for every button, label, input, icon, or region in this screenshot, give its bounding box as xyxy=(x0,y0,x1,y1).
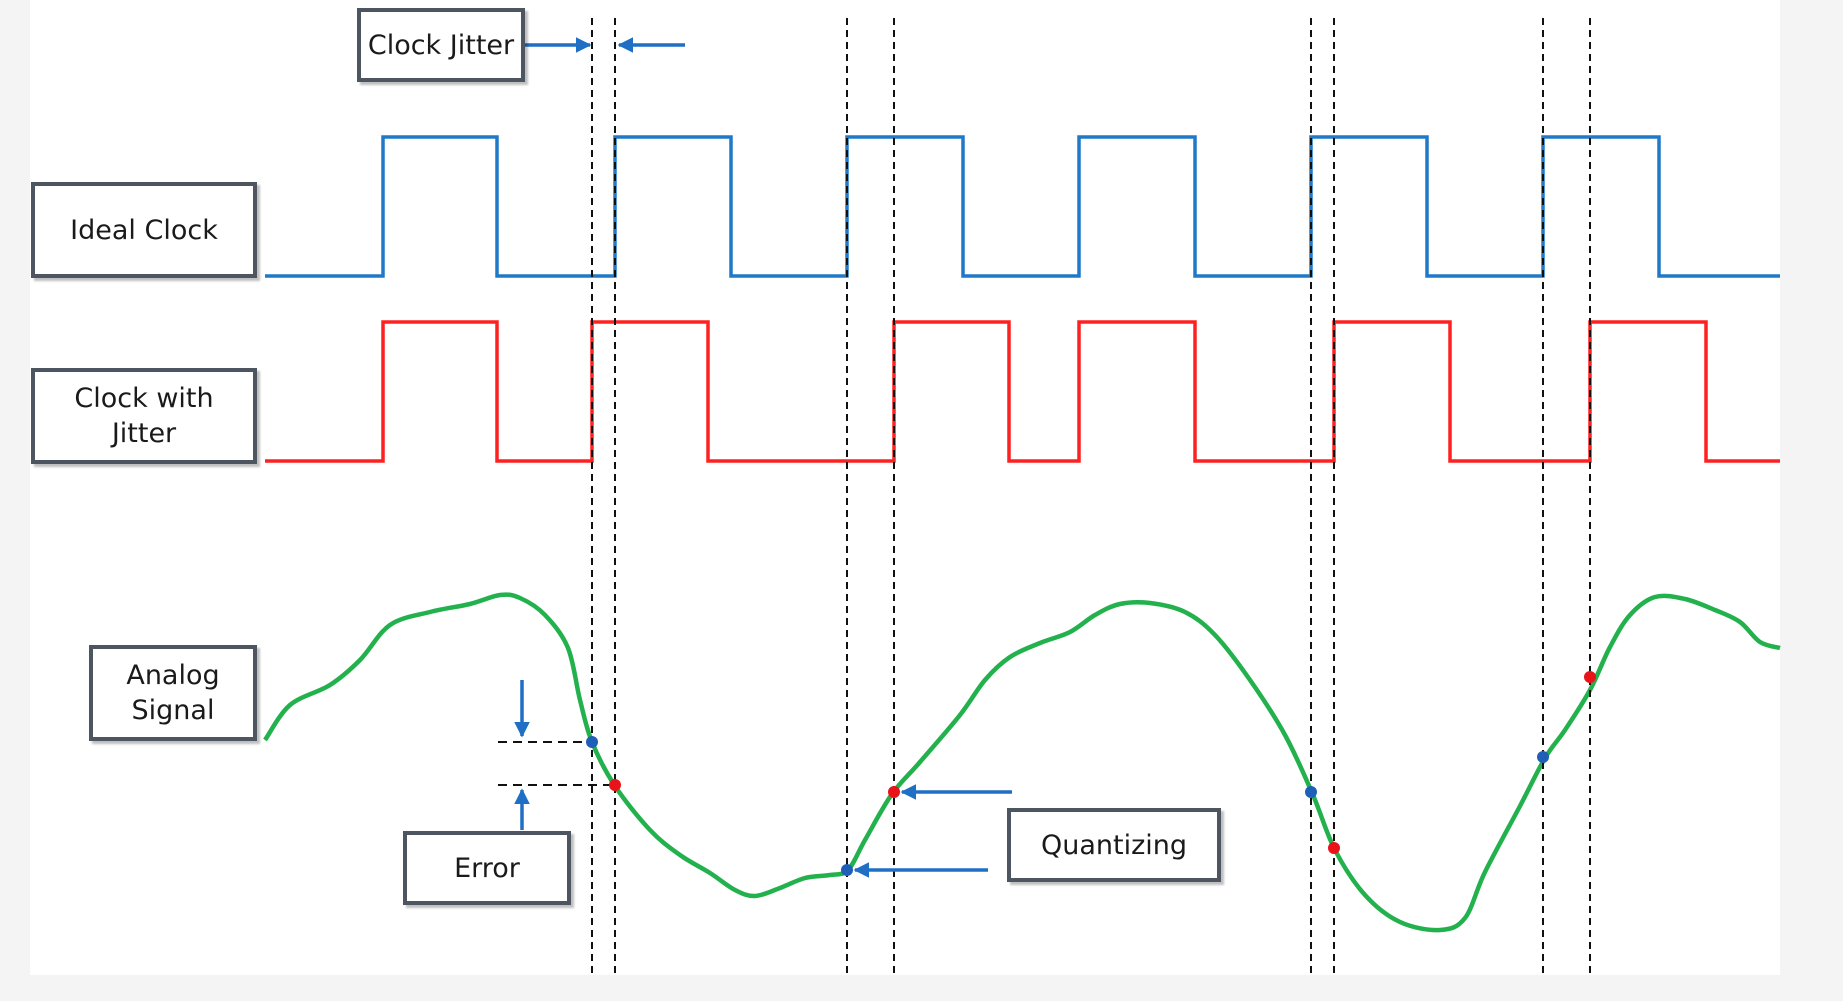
ideal-sample-point-3 xyxy=(1305,786,1317,798)
jitter-sample-point-3 xyxy=(1328,842,1340,854)
ideal-sample-point-1 xyxy=(586,736,598,748)
label-clock-with-jitter: Clock with Jitter xyxy=(31,368,257,464)
diagram-canvas xyxy=(30,0,1780,975)
label-quantizing: Quantizing xyxy=(1007,808,1221,882)
jitter-sample-point-2 xyxy=(888,786,900,798)
label-ideal-clock: Ideal Clock xyxy=(31,182,257,278)
analog-signal-curve xyxy=(263,592,1781,933)
label-analog-signal: Analog Signal xyxy=(89,645,257,741)
jitter-sample-point-1 xyxy=(609,779,621,791)
label-clock-jitter: Clock Jitter xyxy=(357,8,525,82)
jitter-clock-waveform xyxy=(265,320,1780,463)
jitter-sample-point-4 xyxy=(1584,671,1596,683)
label-error: Error xyxy=(403,831,571,905)
ideal-clock-waveform xyxy=(265,135,1780,278)
ideal-sample-point-2 xyxy=(841,864,853,876)
ideal-sample-point-4 xyxy=(1537,751,1549,763)
